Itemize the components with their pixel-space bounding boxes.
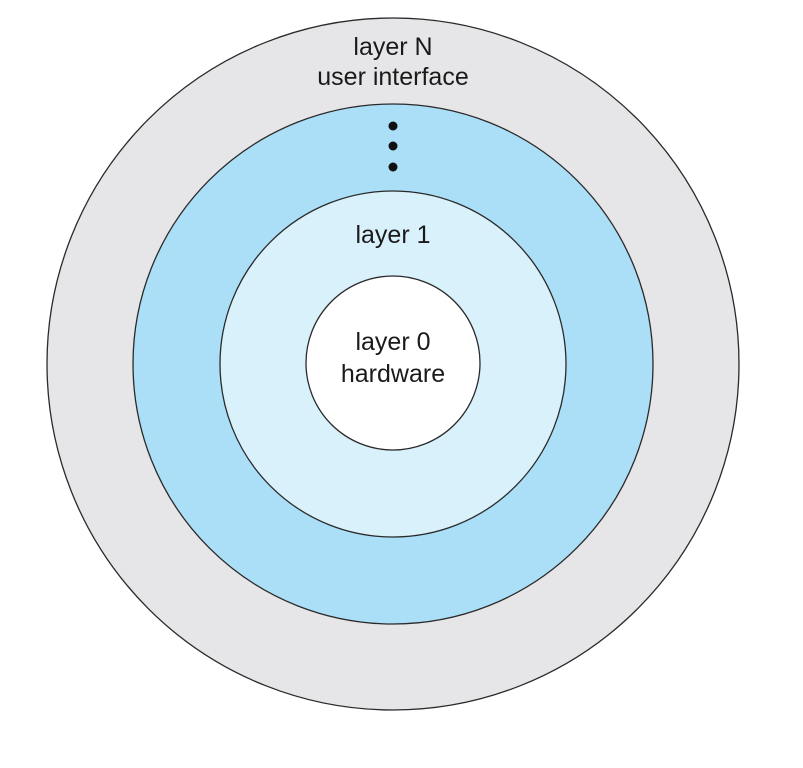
layer-1-label: layer 1 bbox=[355, 221, 430, 249]
hardware-label: hardware bbox=[341, 360, 445, 388]
layer-n-label: layer N bbox=[353, 33, 432, 61]
user-interface-label: user interface bbox=[317, 63, 468, 91]
ellipsis-dot bbox=[388, 141, 398, 151]
core-layer-0 bbox=[305, 275, 481, 451]
ellipsis-dot bbox=[388, 162, 398, 172]
ellipsis-dot bbox=[388, 121, 398, 131]
layer-0-label: layer 0 bbox=[355, 328, 430, 356]
ellipsis-dots bbox=[388, 121, 398, 172]
